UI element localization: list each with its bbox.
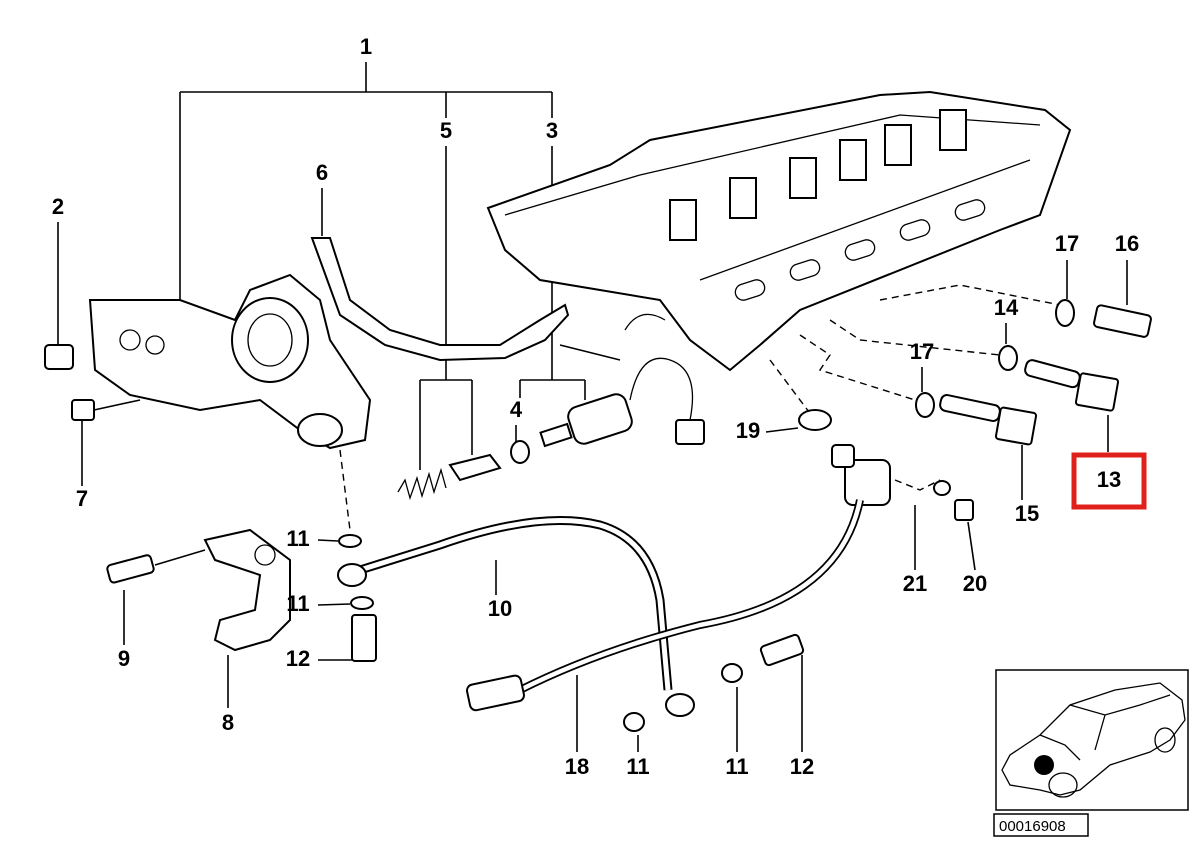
seal-ring-11c <box>623 712 645 732</box>
callout-16: 16 <box>1115 231 1139 256</box>
callout-17b: 17 <box>910 339 934 364</box>
car-location-inset: 00016908 <box>993 669 1189 837</box>
bracket-8 <box>203 528 291 652</box>
oil-pressure-sensor <box>831 444 891 506</box>
callout-12b: 12 <box>790 754 814 779</box>
oil-line-10 <box>358 516 673 691</box>
cylinder-head <box>486 90 1072 372</box>
gasket <box>310 237 570 362</box>
callout-3: 3 <box>546 118 558 143</box>
seal-ring-11b <box>350 596 374 610</box>
vanos-housing <box>88 273 372 450</box>
banjo-fitting-bottom <box>665 693 695 717</box>
callout-13[interactable]: 13 <box>1097 467 1121 492</box>
callout-7: 7 <box>76 486 88 511</box>
location-marker <box>1034 755 1054 775</box>
banjo-fitting <box>337 563 367 587</box>
sensor-15 <box>939 394 1038 446</box>
callout-19: 19 <box>736 418 760 443</box>
callout-11d: 11 <box>725 754 748 779</box>
callout-2: 2 <box>52 194 64 219</box>
callout-11a: 11 <box>286 526 309 551</box>
seal-ring-11a <box>338 534 362 548</box>
assembly-bracket-1 <box>179 62 586 470</box>
seal-ring-21 <box>933 480 951 496</box>
bolt-20 <box>954 499 974 521</box>
head-ports <box>734 199 986 301</box>
solenoid-valve <box>539 357 705 448</box>
highlight-box <box>1071 452 1147 510</box>
seal-ring-17b <box>915 392 935 418</box>
seal-ring-11d <box>721 663 743 683</box>
seal-ring-14 <box>998 345 1018 371</box>
banjo-bolt-12b <box>759 633 805 667</box>
cable-18 <box>518 499 864 694</box>
callout-10: 10 <box>488 596 512 621</box>
banjo-bolt-12a <box>351 614 377 662</box>
callout-15: 15 <box>1015 501 1039 526</box>
seal-ring-17a <box>1055 299 1075 327</box>
callout-6: 6 <box>316 160 328 185</box>
seal-ring <box>510 440 530 464</box>
callout-14: 14 <box>994 295 1019 320</box>
leader-lines <box>339 284 1061 531</box>
callout-18: 18 <box>565 754 589 779</box>
spring <box>397 467 447 501</box>
callout-11b: 11 <box>286 591 309 616</box>
o-ring-19 <box>798 409 832 431</box>
callout-5: 5 <box>440 118 452 143</box>
callout-11c: 11 <box>626 754 649 779</box>
fitting-16 <box>1093 304 1152 338</box>
connector-18 <box>466 674 525 712</box>
callout-8: 8 <box>222 710 234 735</box>
plug-bolt-small <box>71 399 95 421</box>
callout-17a: 17 <box>1055 231 1079 256</box>
sensor-13 <box>1024 359 1120 412</box>
piston <box>448 453 502 482</box>
callout-20: 20 <box>963 571 987 596</box>
callout-9: 9 <box>118 646 130 671</box>
bolt-9 <box>106 554 155 584</box>
plug-bolt <box>44 344 74 370</box>
head-posts <box>669 109 967 241</box>
diagram-number: 00016908 <box>999 818 1066 835</box>
car-outline-icon <box>1001 682 1186 798</box>
callout-12a: 12 <box>286 646 310 671</box>
callout-4: 4 <box>510 397 523 422</box>
callouts: 1 5 3 6 2 7 17 16 14 17 4 19 13 15 11 11… <box>52 34 1147 779</box>
callout-21: 21 <box>903 571 927 596</box>
callout-1: 1 <box>360 34 372 59</box>
